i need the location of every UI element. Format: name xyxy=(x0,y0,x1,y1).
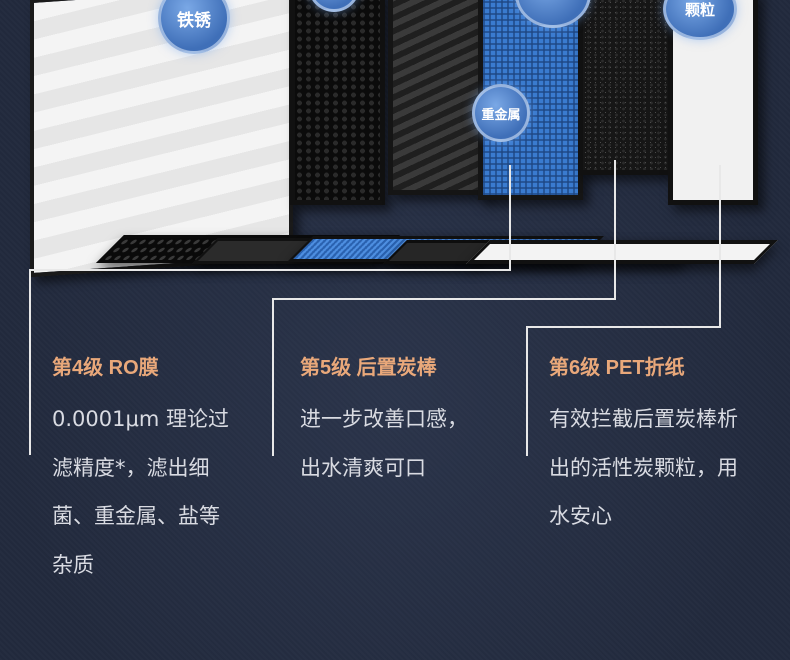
stage6-title: 第6级 PET折纸 xyxy=(549,357,685,379)
connector-line-stage4 xyxy=(29,269,31,455)
stage4-desc-line: 菌、重金属、盐等 xyxy=(52,504,220,528)
stage4-description: 0.0001μm 理论过 滤精度*，滤出细 菌、重金属、盐等 杂质 xyxy=(52,395,262,589)
honeycomb-layer xyxy=(290,0,385,205)
stage4-desc-line: 杂质 xyxy=(52,552,94,577)
stage5-title: 第5级 后置炭棒 xyxy=(300,357,437,379)
granular-carbon-layer xyxy=(578,0,678,175)
stage6-desc-line: 水安心 xyxy=(549,504,612,528)
stage4-desc-line: 0.0001μm 理论过 xyxy=(52,407,229,431)
filter-layers-illustration: 铁锈 重金属 颗粒 xyxy=(0,0,790,280)
connector-line-stage6 xyxy=(526,326,721,328)
stage5-desc-line: 进一步改善口感， xyxy=(300,407,468,431)
connector-line-stage4 xyxy=(29,269,511,271)
connector-line-stage6 xyxy=(526,326,528,456)
stage4-title: 第4级 RO膜 xyxy=(52,357,159,379)
stage6-desc-line: 出的活性炭颗粒，用 xyxy=(549,455,738,480)
connector-line-stage5 xyxy=(614,160,616,300)
connector-line-stage6 xyxy=(719,165,721,328)
connector-line-stage5 xyxy=(272,298,274,456)
carbon-zigzag-layer xyxy=(388,0,488,195)
stage6-description: 有效拦截后置炭棒析 出的活性炭颗粒，用 水安心 xyxy=(549,395,784,541)
pet-paper-layer-edge xyxy=(466,240,778,264)
stage5-description: 进一步改善口感， 出水清爽可口 xyxy=(300,395,510,492)
connector-line-stage4 xyxy=(509,165,511,271)
stage4-desc-line: 滤精度*，滤出细 xyxy=(52,455,210,480)
connector-line-stage5 xyxy=(272,298,616,300)
stage5-desc-line: 出水清爽可口 xyxy=(300,455,426,480)
badge-heavy-metal: 重金属 xyxy=(472,84,530,142)
stage6-desc-line: 有效拦截后置炭棒析 xyxy=(549,407,738,431)
